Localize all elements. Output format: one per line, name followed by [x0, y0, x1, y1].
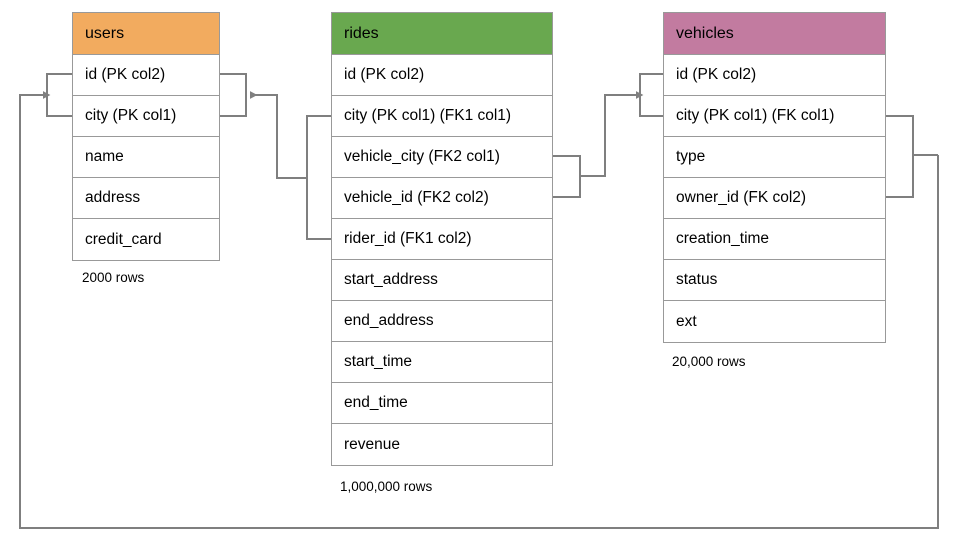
column-label: end_address: [344, 312, 434, 329]
table-rides-row-count: 1,000,000 rows: [340, 479, 433, 494]
table-row[interactable]: city (PK col1) (FK col1): [664, 96, 885, 137]
table-row[interactable]: status: [664, 260, 885, 301]
table-row[interactable]: ext: [664, 301, 885, 342]
table-vehicles-title: vehicles: [676, 24, 734, 42]
table-row[interactable]: city (PK col1): [73, 96, 219, 137]
edge-vehicles-left-bracket: [639, 73, 663, 117]
column-label: owner_id (FK col2): [676, 189, 807, 206]
table-row[interactable]: creation_time: [664, 219, 885, 260]
table-vehicles-header: vehicles: [664, 13, 885, 55]
table-row[interactable]: revenue: [332, 424, 552, 465]
table-users-header: users: [73, 13, 219, 55]
column-label: city (PK col1) (FK1 col1): [344, 107, 512, 124]
table-rides-header: rides: [332, 13, 552, 55]
edge-rides-to-users: [250, 91, 307, 179]
column-label: creation_time: [676, 230, 770, 247]
table-rides-title: rides: [344, 24, 379, 42]
table-row[interactable]: rider_id (FK1 col2): [332, 219, 552, 260]
column-label: start_address: [344, 271, 438, 288]
column-label: vehicle_id (FK2 col2): [344, 189, 489, 206]
table-row[interactable]: id (PK col2): [664, 55, 885, 96]
column-label: start_time: [344, 353, 413, 370]
table-row[interactable]: address: [73, 178, 219, 219]
table-row[interactable]: type: [664, 137, 885, 178]
column-label: rider_id (FK1 col2): [344, 230, 472, 247]
column-label: vehicle_city (FK2 col1): [344, 148, 500, 165]
column-label: status: [676, 271, 718, 288]
table-row[interactable]: credit_card: [73, 219, 219, 260]
table-row[interactable]: start_address: [332, 260, 552, 301]
table-row[interactable]: vehicle_city (FK2 col1): [332, 137, 552, 178]
table-row[interactable]: end_time: [332, 383, 552, 424]
table-rides[interactable]: rides id (PK col2) city (PK col1) (FK1 c…: [331, 12, 553, 466]
column-label: id (PK col2): [85, 66, 166, 83]
table-users-row-count: 2000 rows: [82, 270, 145, 285]
edge-vehicles-right-bracket: [886, 115, 914, 198]
table-users[interactable]: users id (PK col2) city (PK col1) name a…: [72, 12, 220, 261]
table-vehicles-row-count: 20,000 rows: [672, 354, 746, 369]
table-vehicles[interactable]: vehicles id (PK col2) city (PK col1) (FK…: [663, 12, 886, 343]
column-label: id (PK col2): [344, 66, 425, 83]
table-row[interactable]: name: [73, 137, 219, 178]
edge-rides-to-vehicles: [580, 91, 644, 177]
column-label: id (PK col2): [676, 66, 757, 83]
table-row[interactable]: id (PK col2): [332, 55, 552, 96]
edge-rides-left-bracket: [306, 115, 331, 240]
column-label: revenue: [344, 435, 401, 453]
table-row[interactable]: vehicle_id (FK2 col2): [332, 178, 552, 219]
table-users-title: users: [85, 24, 125, 42]
column-label: address: [85, 189, 141, 206]
edge-rides-right-bracket: [553, 155, 581, 198]
table-row[interactable]: city (PK col1) (FK1 col1): [332, 96, 552, 137]
table-row[interactable]: start_time: [332, 342, 552, 383]
column-label: type: [676, 148, 706, 165]
column-label: name: [85, 148, 124, 165]
table-row[interactable]: owner_id (FK col2): [664, 178, 885, 219]
edge-users-left-bracket: [46, 73, 72, 117]
table-row[interactable]: id (PK col2): [73, 55, 219, 96]
column-label: city (PK col1): [85, 107, 177, 124]
edge-users-right-bracket: [220, 73, 247, 117]
column-label: end_time: [344, 394, 408, 411]
table-row[interactable]: end_address: [332, 301, 552, 342]
column-label: credit_card: [85, 230, 162, 248]
column-label: ext: [676, 312, 697, 330]
column-label: city (PK col1) (FK col1): [676, 107, 835, 124]
